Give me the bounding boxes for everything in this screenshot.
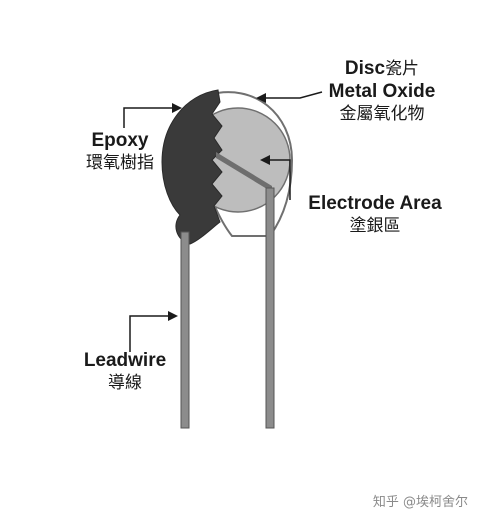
metal-oxide-zh: 金屬氧化物: [339, 103, 425, 124]
leadwire-en: Leadwire: [83, 350, 167, 371]
watermark: 知乎 @埃柯舍尔: [372, 495, 468, 510]
left-leadwire: [180, 231, 190, 429]
label-electrode-area: Electrode Area 塗銀區: [290, 193, 460, 236]
leadwire-zh: 導線: [108, 372, 142, 393]
arrow-epoxy: [123, 103, 182, 128]
label-epoxy: Epoxy 環氧樹指: [70, 130, 170, 173]
electrode-zh: 塗銀區: [349, 215, 401, 236]
label-disc: Disc瓷片: [312, 58, 452, 81]
arrow-metal-oxide: [256, 91, 323, 103]
right-leadwire: [265, 187, 275, 429]
label-disc-metal-oxide: Disc瓷片 Metal Oxide 金屬氧化物: [312, 58, 452, 124]
epoxy-zh: 環氧樹指: [86, 152, 154, 173]
disc-en: Disc: [344, 58, 386, 79]
epoxy-en: Epoxy: [91, 130, 149, 151]
arrow-electrode: [260, 155, 291, 200]
arrow-leadwire: [129, 311, 178, 352]
epoxy-coating: [161, 89, 223, 245]
label-leadwire: Leadwire 導線: [70, 350, 180, 393]
electrode-en: Electrode Area: [308, 193, 442, 214]
electrode-stripe: [216, 152, 272, 192]
disc-zh: 瓷片: [385, 59, 420, 79]
metal-oxide-en: Metal Oxide: [328, 80, 436, 102]
